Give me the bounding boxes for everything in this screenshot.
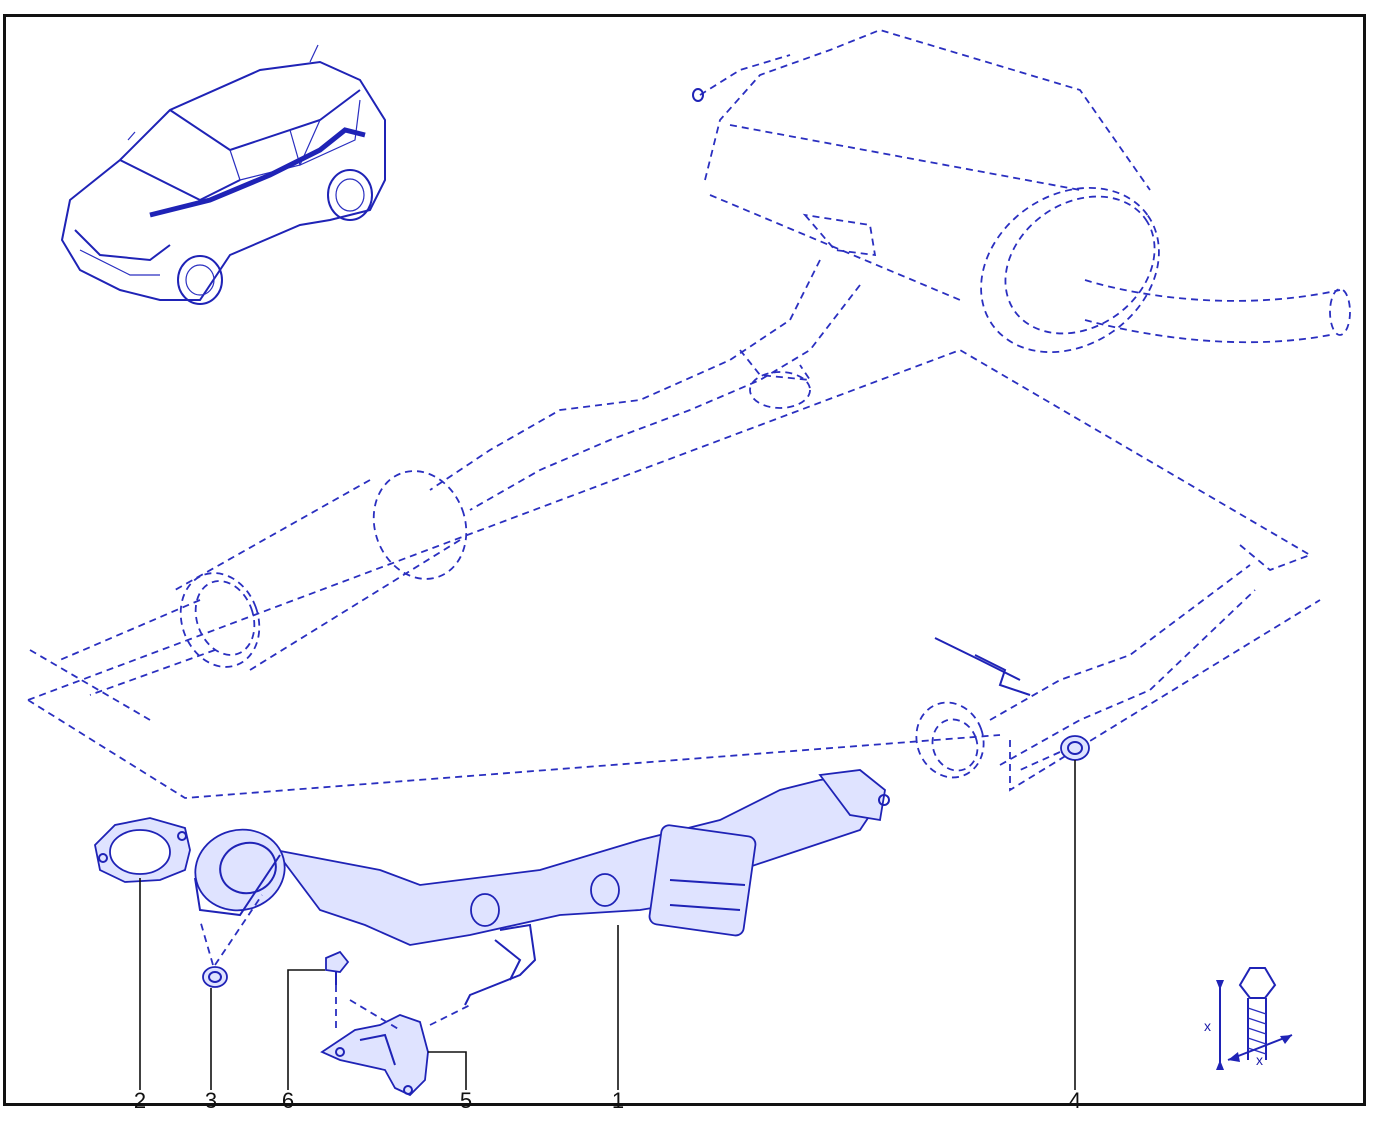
callout-3: 3: [204, 1088, 218, 1113]
bolt-dim-label-diameter: x: [1256, 1052, 1263, 1068]
callout-6: 6: [281, 1088, 295, 1113]
vehicle-illustration: [60, 44, 386, 305]
leader-lines: [139, 760, 1076, 1090]
intermediate-pipe: [429, 259, 861, 511]
bolt-detail-symbol: [1216, 967, 1293, 1070]
front-silencer: [29, 470, 468, 721]
assembly-outline: [27, 349, 1313, 799]
bolt-dim-label-length: x: [1204, 1018, 1211, 1034]
nut: [199, 894, 263, 988]
callout-4: 4: [1068, 1088, 1082, 1113]
callout-5: 5: [459, 1088, 473, 1113]
flange-nut: [1019, 735, 1090, 771]
rear-silencer: [692, 29, 1351, 354]
callout-1: 1: [611, 1088, 625, 1113]
bolt: [325, 950, 350, 1030]
catalytic-converter-pipe: [194, 769, 890, 1006]
gasket: [94, 817, 191, 883]
assembly-outline-2: [1009, 599, 1321, 792]
diagram-frame: [3, 14, 1366, 1106]
callout-2: 2: [133, 1088, 147, 1113]
mounting-bracket: [320, 999, 471, 1097]
connecting-pipe: [915, 564, 1256, 779]
